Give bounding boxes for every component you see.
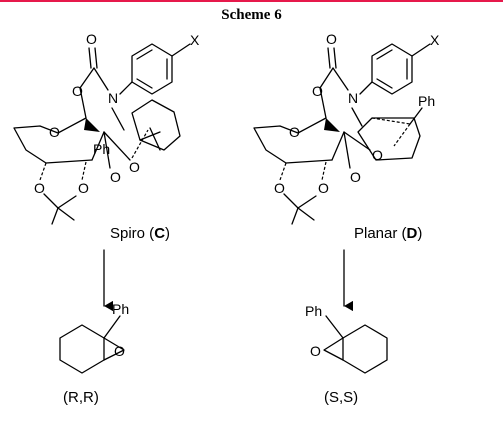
phenyl-label: Ph (418, 93, 435, 109)
substituent-x: X (430, 32, 440, 48)
planar-caption: Planar (D) (354, 225, 422, 242)
planar-transition-state: O O N X O O O O O Ph (253, 31, 440, 225)
substituent-x: X (190, 32, 200, 48)
spiro-caption: Spiro (C) (110, 225, 170, 242)
product-phenyl-label: Ph (112, 301, 129, 317)
ss-label: (S,S) (324, 389, 358, 406)
nitrogen-atom: N (348, 90, 358, 106)
pyranose-oxygen: O (289, 124, 300, 140)
dioxirane-oxygen-b: O (129, 159, 140, 175)
scheme-title: Scheme 6 (221, 7, 282, 23)
ss-epoxide-product: Ph O (305, 303, 388, 374)
acetonide-oxygen-a: O (34, 180, 45, 196)
spiro-transition-state: O O N X O Ph O O O O (13, 31, 200, 225)
acetonide-oxygen-b: O (318, 180, 329, 196)
header-rule (0, 0, 503, 2)
product-epoxide-oxygen: O (114, 343, 125, 359)
carbonyl-oxygen: O (326, 31, 337, 47)
product-phenyl-label: Ph (305, 303, 322, 319)
rr-epoxide-product: Ph O (59, 301, 129, 374)
ring-oxygen: O (312, 83, 323, 99)
ring-oxygen: O (72, 83, 83, 99)
acetonide-oxygen-b: O (78, 180, 89, 196)
dioxirane-oxygen-b: O (372, 147, 383, 163)
nitrogen-atom: N (108, 90, 118, 106)
dioxirane-oxygen-a: O (110, 169, 121, 185)
carbonyl-oxygen: O (86, 31, 97, 47)
dioxirane-oxygen-a: O (350, 169, 361, 185)
product-epoxide-oxygen: O (310, 343, 321, 359)
rr-label: (R,R) (63, 389, 99, 406)
acetonide-oxygen-a: O (274, 180, 285, 196)
pyranose-oxygen: O (49, 124, 60, 140)
